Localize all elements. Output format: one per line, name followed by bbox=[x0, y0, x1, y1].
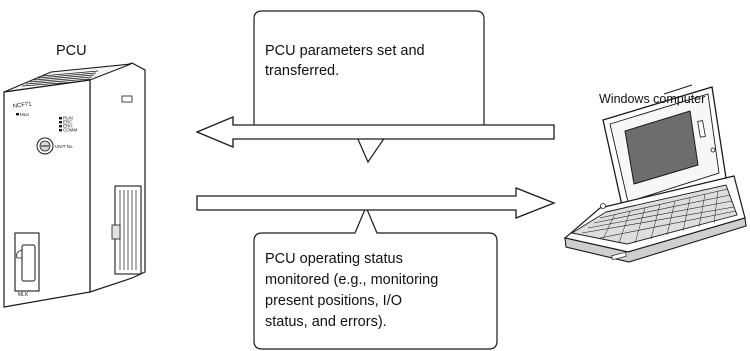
callout-bottom-line-4: status, and errors). bbox=[265, 314, 387, 330]
pcu-led-comm: COMM bbox=[63, 128, 77, 133]
pcu-mlk-port-text: MLK bbox=[18, 292, 29, 298]
callout-top-line-1: PCU parameters set and bbox=[265, 43, 425, 59]
callout-bottom-bubble bbox=[253, 205, 498, 350]
computer-label: Windows computer bbox=[599, 92, 706, 106]
pcu-unit-no-text: UNIT No. bbox=[55, 144, 74, 149]
callout-bottom-line-1: PCU operating status bbox=[265, 251, 403, 267]
laptop-computer bbox=[563, 84, 747, 263]
callout-top-line-2: transferred. bbox=[265, 63, 340, 79]
pcu-led-run: RUN bbox=[63, 116, 73, 121]
callout-bottom-line-2: monitored (e.g., monitoring bbox=[265, 272, 439, 288]
arrow-to-pcu bbox=[195, 116, 555, 148]
arrow-to-computer bbox=[196, 187, 556, 219]
pcu-label: PCU bbox=[56, 43, 87, 59]
pcu-module bbox=[3, 62, 146, 308]
laptop-screen bbox=[624, 110, 699, 185]
callout-top-bubble bbox=[253, 10, 485, 164]
laptop-keyboard bbox=[570, 184, 738, 245]
pcu-led-erc: ERC bbox=[63, 120, 73, 125]
pcu-mlk-top-text: MLK bbox=[20, 112, 29, 117]
pcu-printed-text: NCF71 MLK RUN ERC ERH COMM UNIT No. MLK bbox=[12, 101, 77, 298]
pcu-led-erh: ERH bbox=[63, 124, 73, 129]
pcu-model-text: NCF71 bbox=[12, 101, 32, 110]
callout-bottom-line-3: present positions, I/O bbox=[265, 293, 403, 309]
